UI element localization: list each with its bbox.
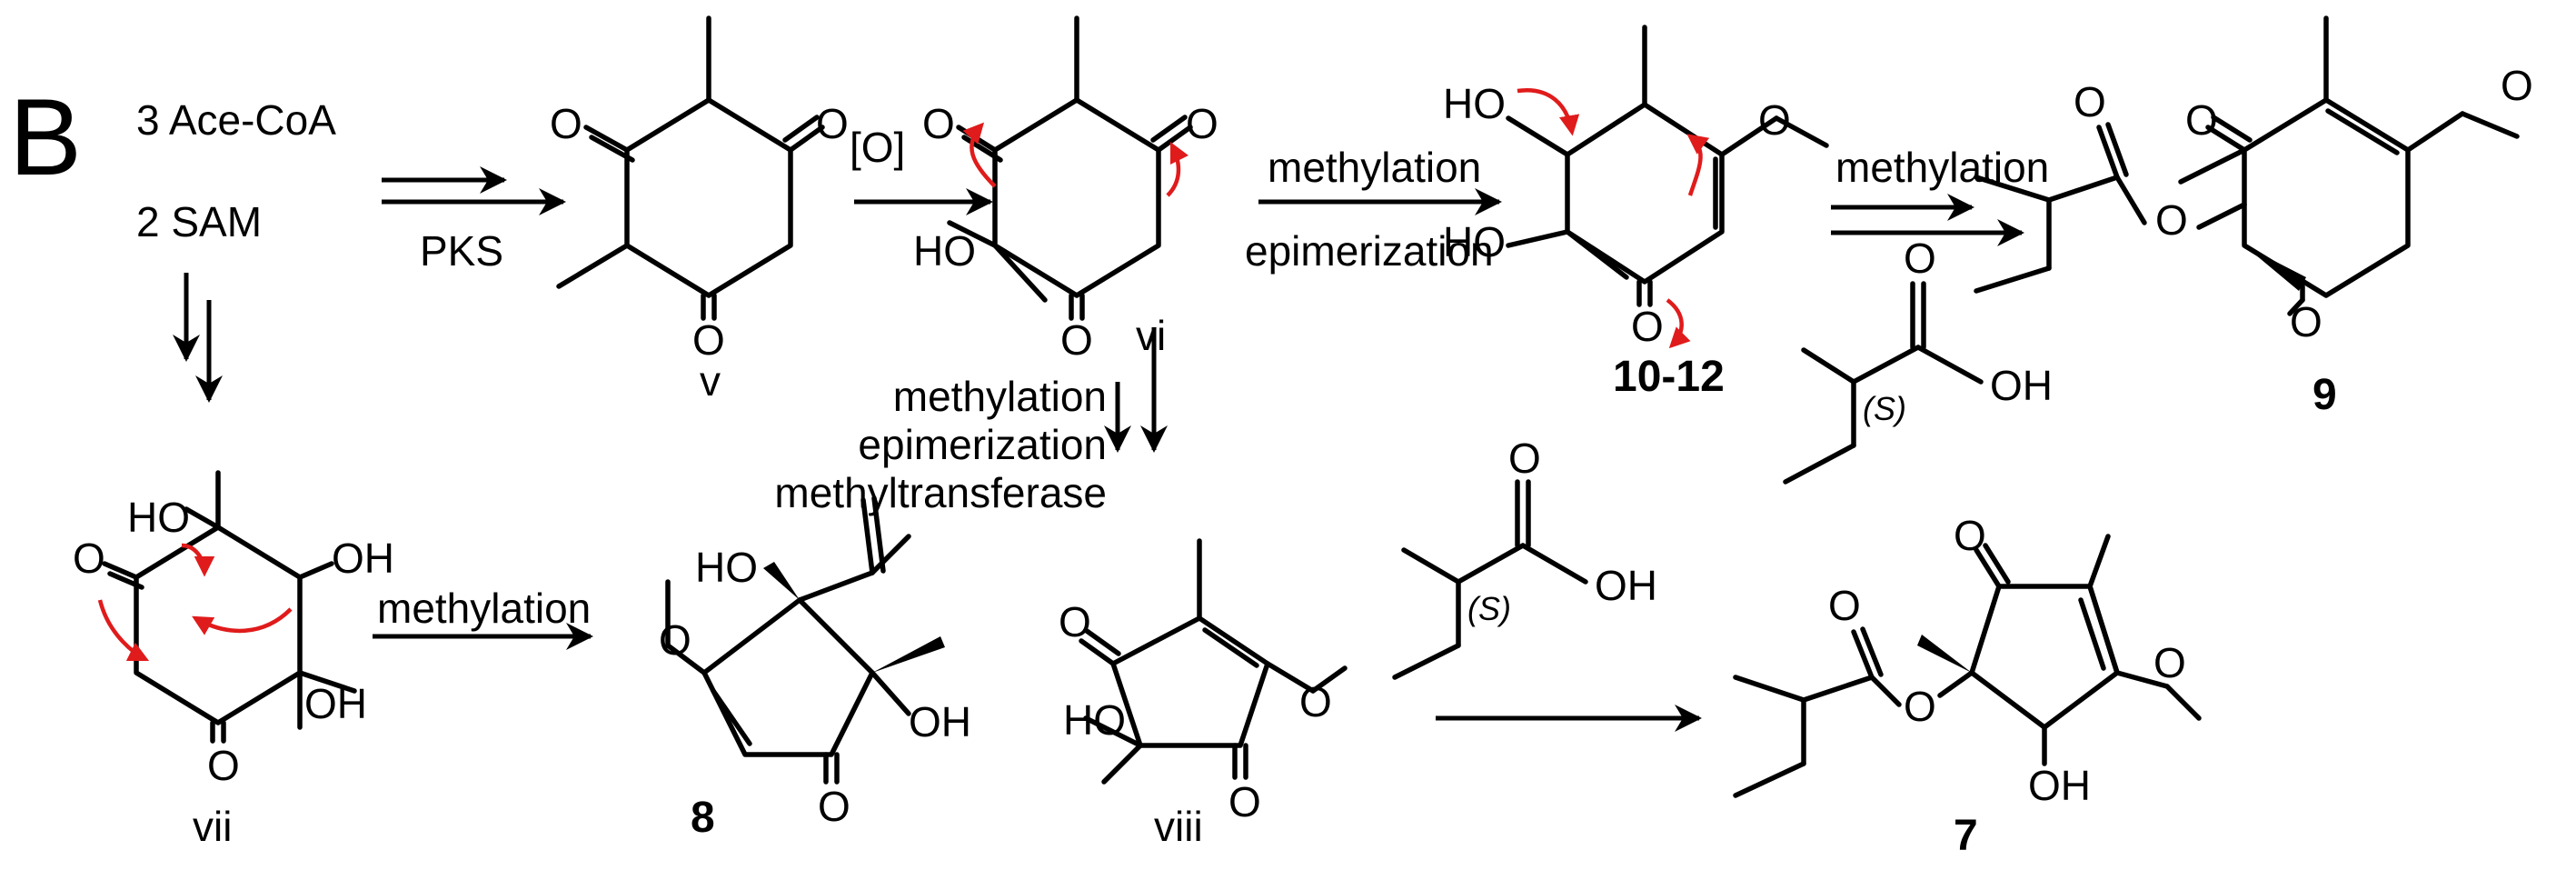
- atom-ho: HO: [1443, 218, 1506, 265]
- atom-o: O: [2153, 639, 2186, 686]
- reagent-methylation-2: methylation: [1835, 144, 2049, 191]
- atom-oh: OH: [1595, 562, 1657, 609]
- reagent-methylation-4: methylation: [377, 585, 591, 632]
- atom-o: O: [73, 535, 105, 582]
- atom-oh: OH: [332, 535, 394, 582]
- starting-material-sam: 2 SAM: [136, 198, 262, 245]
- atom-o: O: [1059, 598, 1091, 645]
- atom-ho: HO: [1443, 80, 1506, 127]
- compound-label-vii: vii: [193, 803, 232, 850]
- structure-9: O O O O O: [1974, 15, 2533, 345]
- compound-label-viii: viii: [1154, 803, 1203, 850]
- reagent-pks: PKS: [420, 227, 503, 275]
- atom-oh: OH: [1990, 362, 2053, 409]
- reagent-methylation-3: methylation: [893, 373, 1107, 420]
- atom-o: O: [1508, 435, 1541, 482]
- atom-oh: OH: [304, 680, 367, 727]
- atom-o: O: [207, 742, 240, 789]
- reaction-arrows: [173, 166, 2024, 732]
- atom-o: O: [1299, 678, 1332, 725]
- reagent-oxidation: [O]: [850, 124, 905, 171]
- atom-o: O: [659, 616, 691, 664]
- structure-s-2-methylbutanoic-acid-lower: O OH (S): [1392, 435, 1657, 680]
- atom-o: O: [2290, 298, 2322, 345]
- atom-o: O: [818, 783, 850, 830]
- atom-o: O: [1828, 582, 1861, 629]
- atom-oh: OH: [2028, 762, 2091, 809]
- atom-o: O: [1954, 512, 1986, 559]
- stereo-descriptor: (S): [1863, 390, 1906, 427]
- compound-label-8: 8: [691, 794, 715, 842]
- structure-7: O O O O OH: [1733, 512, 2202, 809]
- atom-o: O: [1228, 778, 1261, 825]
- structure-s-2-methylbutanoic-acid-upper: O OH (S): [1783, 235, 2053, 485]
- reagent-epimerization-2: epimerization: [858, 421, 1107, 468]
- atom-o: O: [1904, 683, 1936, 730]
- atom-o: O: [816, 100, 849, 147]
- structure-v: O O O: [550, 15, 849, 364]
- compound-label-vi: vi: [1136, 312, 1166, 359]
- structure-viii: O O HO O: [1059, 538, 1348, 825]
- reagent-epimerization-1: epimerization: [1245, 227, 1494, 275]
- compound-label-9: 9: [2312, 371, 2337, 419]
- structure-10-12: HO HO O O: [1443, 25, 1829, 350]
- atom-o: O: [1631, 303, 1664, 350]
- atom-ho: HO: [127, 494, 190, 541]
- atom-o: O: [922, 100, 955, 147]
- compound-label-10-12: 10-12: [1613, 353, 1725, 401]
- compound-label-7: 7: [1954, 812, 1978, 860]
- atom-o: O: [1904, 235, 1936, 282]
- reagent-methylation-1: methylation: [1268, 144, 1481, 191]
- starting-material-acecoa: 3 Ace-CoA: [136, 96, 336, 144]
- atom-o: O: [2155, 196, 2188, 244]
- atom-o: O: [1060, 316, 1093, 364]
- atom-ho: HO: [913, 227, 976, 275]
- structure-vii: HO OH OH O O: [73, 470, 394, 789]
- atom-o: O: [1758, 96, 1791, 144]
- atom-ho: HO: [1063, 696, 1126, 744]
- atom-o: O: [2074, 78, 2106, 125]
- compound-label-v: v: [700, 357, 721, 405]
- structure-8: HO OH O O: [659, 495, 971, 830]
- reagent-methyltransferase: methyltransferase: [774, 469, 1107, 516]
- atom-o: O: [692, 316, 725, 364]
- atom-o: O: [1186, 100, 1218, 147]
- atom-o: O: [2501, 62, 2533, 109]
- atom-o: O: [2185, 96, 2218, 144]
- panel-letter: B: [9, 76, 82, 198]
- atom-o: O: [550, 100, 582, 147]
- atom-ho: HO: [695, 544, 758, 591]
- structure-vi: O O O HO: [913, 15, 1218, 364]
- atom-oh: OH: [909, 698, 971, 745]
- stereo-descriptor: (S): [1467, 590, 1511, 627]
